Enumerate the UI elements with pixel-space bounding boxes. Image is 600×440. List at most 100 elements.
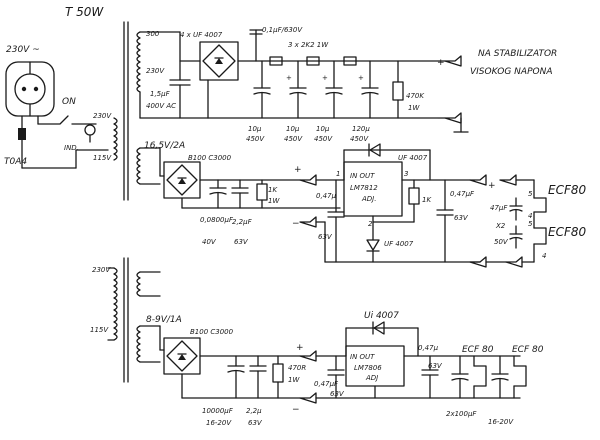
minus-sign: − xyxy=(292,219,300,229)
hv-out-label-1: NA STABILIZATOR xyxy=(478,49,557,59)
hv-cap-in-value: 1,5μF xyxy=(150,90,171,98)
heater2-caps-out-label: 2x100μF xyxy=(446,410,477,418)
heater2-tube-heater-a-icon xyxy=(473,365,487,387)
heater2-input-minus-terminal xyxy=(299,392,317,404)
heater1-reg-line2: LM7812 xyxy=(350,184,378,192)
heater1-tube2-label: ECF80 xyxy=(548,225,586,239)
tube1-heater-icon xyxy=(533,197,547,213)
secondary-label: 115V xyxy=(93,154,112,162)
indicator-lamp-icon xyxy=(84,124,96,143)
heater2-output-capacitor xyxy=(421,355,439,399)
tube2-heater-icon xyxy=(533,227,547,245)
heater1-res-watt: 1W xyxy=(268,197,280,205)
primary-label: 230V xyxy=(93,112,112,120)
hv-out-label-2: VISOKOG NAPONA xyxy=(470,67,552,77)
heater2-bridge-label: B100 C3000 xyxy=(190,328,234,336)
hv-capacitor-2 xyxy=(289,60,307,119)
heater1-pin-out: 3 xyxy=(404,170,408,178)
heater2-output-capacitor-b xyxy=(491,355,509,399)
heater1-cap2-label: 2,2μF xyxy=(232,218,253,226)
hv-cap-4-voltage: 450V xyxy=(350,135,369,143)
heater1-x2-label: X2 xyxy=(495,222,506,230)
hv-snubber-capacitor xyxy=(249,29,263,35)
heater2-res-label: 470R xyxy=(288,364,306,372)
heater2-resistor xyxy=(272,355,284,399)
transformer2-aux-coil xyxy=(136,271,141,297)
heater2-reg-line1: IN OUT xyxy=(350,353,375,361)
plus-sign: + xyxy=(322,74,328,82)
hv-capacitor-3 xyxy=(325,60,343,119)
heater1-res-label: 1K xyxy=(268,186,278,194)
plus-sign: + xyxy=(437,58,445,68)
heater1-reg-line1: IN OUT xyxy=(350,172,375,180)
heater1-cap-in-label: 0,47μ xyxy=(316,192,337,200)
heater2-input-capacitor xyxy=(327,355,345,399)
heater1-resistor xyxy=(256,179,268,209)
heater1-capacitor-1 xyxy=(209,179,227,209)
hv-capacitor-1 xyxy=(253,60,271,119)
hv-output-minus-terminal xyxy=(444,112,462,124)
hv-rectifier-label: 4 x UF 4007 xyxy=(180,31,223,39)
heater2-input-terminal xyxy=(299,350,317,362)
heater1-x2-voltage: 50V xyxy=(494,238,509,246)
plus-sign: + xyxy=(358,74,364,82)
hv-cap-1-value: 10μ xyxy=(248,125,262,133)
heater1-input-capacitor xyxy=(327,179,345,263)
heater2-cap2-label: 2,2μ xyxy=(246,407,262,415)
heater2-cap-in-voltage: 63V xyxy=(330,390,345,398)
hv-winding-top: 300 xyxy=(146,30,160,38)
minus-sign: − xyxy=(292,405,300,415)
indicator-label: IND. xyxy=(64,144,79,152)
hv-bleeder-resistor xyxy=(392,60,404,119)
hv-bridge-rectifier-icon xyxy=(199,41,239,81)
hv-cap-in-voltage: 400V AC xyxy=(146,102,176,110)
heater1-output-minus-terminal xyxy=(469,256,487,268)
heater2-diode-icon xyxy=(372,321,385,335)
fuse-icon xyxy=(18,128,26,140)
hv-cap-4-value: 120μ xyxy=(352,125,370,133)
heater1-pin-adj: 2 xyxy=(368,220,373,228)
heater1-winding-label: 16,5V/2A xyxy=(144,141,185,151)
heater1-tube-minus-terminal xyxy=(505,256,523,268)
hv-capacitor-4 xyxy=(361,60,379,119)
hv-cap-3-value: 10μ xyxy=(316,125,330,133)
heater1-bridge-label: B100 C3000 xyxy=(188,154,232,162)
hv-cap-2-value: 10μ xyxy=(286,125,300,133)
heater1-cap1-voltage: 40V xyxy=(202,238,217,246)
heater1-input-terminal xyxy=(299,174,317,186)
plus-sign: + xyxy=(296,343,304,353)
hv-cap-across-label: 0,1μF/630V xyxy=(262,26,303,34)
transformer-heater-coil xyxy=(136,147,141,185)
mains-voltage-label: 230V ~ xyxy=(6,45,40,55)
heater1-cap2-voltage: 63V xyxy=(234,238,249,246)
hv-output-plus-terminal xyxy=(444,55,462,67)
heater1-diode-top-icon xyxy=(368,143,381,157)
heater2-reg-line2: LM7806 xyxy=(354,364,382,372)
transformer2-heater-coil xyxy=(136,325,141,363)
plus-sign: + xyxy=(294,165,302,175)
heater2-capacitor-1 xyxy=(227,355,245,399)
heater1-bridge-rectifier-icon xyxy=(163,161,201,199)
fuse-label: T0A4 xyxy=(4,157,27,167)
heater1-adj-resistor xyxy=(408,179,420,223)
hv-resistor-1 xyxy=(269,56,283,66)
plus-sign: + xyxy=(488,181,496,191)
heater2-tube2-label: ECF 80 xyxy=(512,345,544,355)
heater1-cap-out-label: 0,47μF xyxy=(450,190,475,198)
transformer-primary-coil xyxy=(113,117,118,161)
power-switch xyxy=(37,115,69,125)
hv-bleeder-label: 470K xyxy=(406,92,425,100)
heater1-output-capacitor xyxy=(436,179,454,263)
transformer-title: T 50W xyxy=(65,5,104,19)
heater2-cap1-label: 10000μF xyxy=(202,407,234,415)
heater1-diode-bottom-label: UF 4007 xyxy=(384,240,414,248)
hv-cap-1-voltage: 450V xyxy=(246,135,265,143)
heater1-x2-capacitor-2 xyxy=(509,225,523,249)
heater2-res-watt: 1W xyxy=(288,376,300,384)
heater2-cap-in-label: 0,47μF xyxy=(314,380,339,388)
tube2-pin5: 5 xyxy=(528,220,533,228)
heater2-winding-label: 8-9V/1A xyxy=(146,315,182,325)
heater2-cap-out-voltage: 63V xyxy=(428,362,443,370)
hv-resistor-3 xyxy=(343,56,357,66)
